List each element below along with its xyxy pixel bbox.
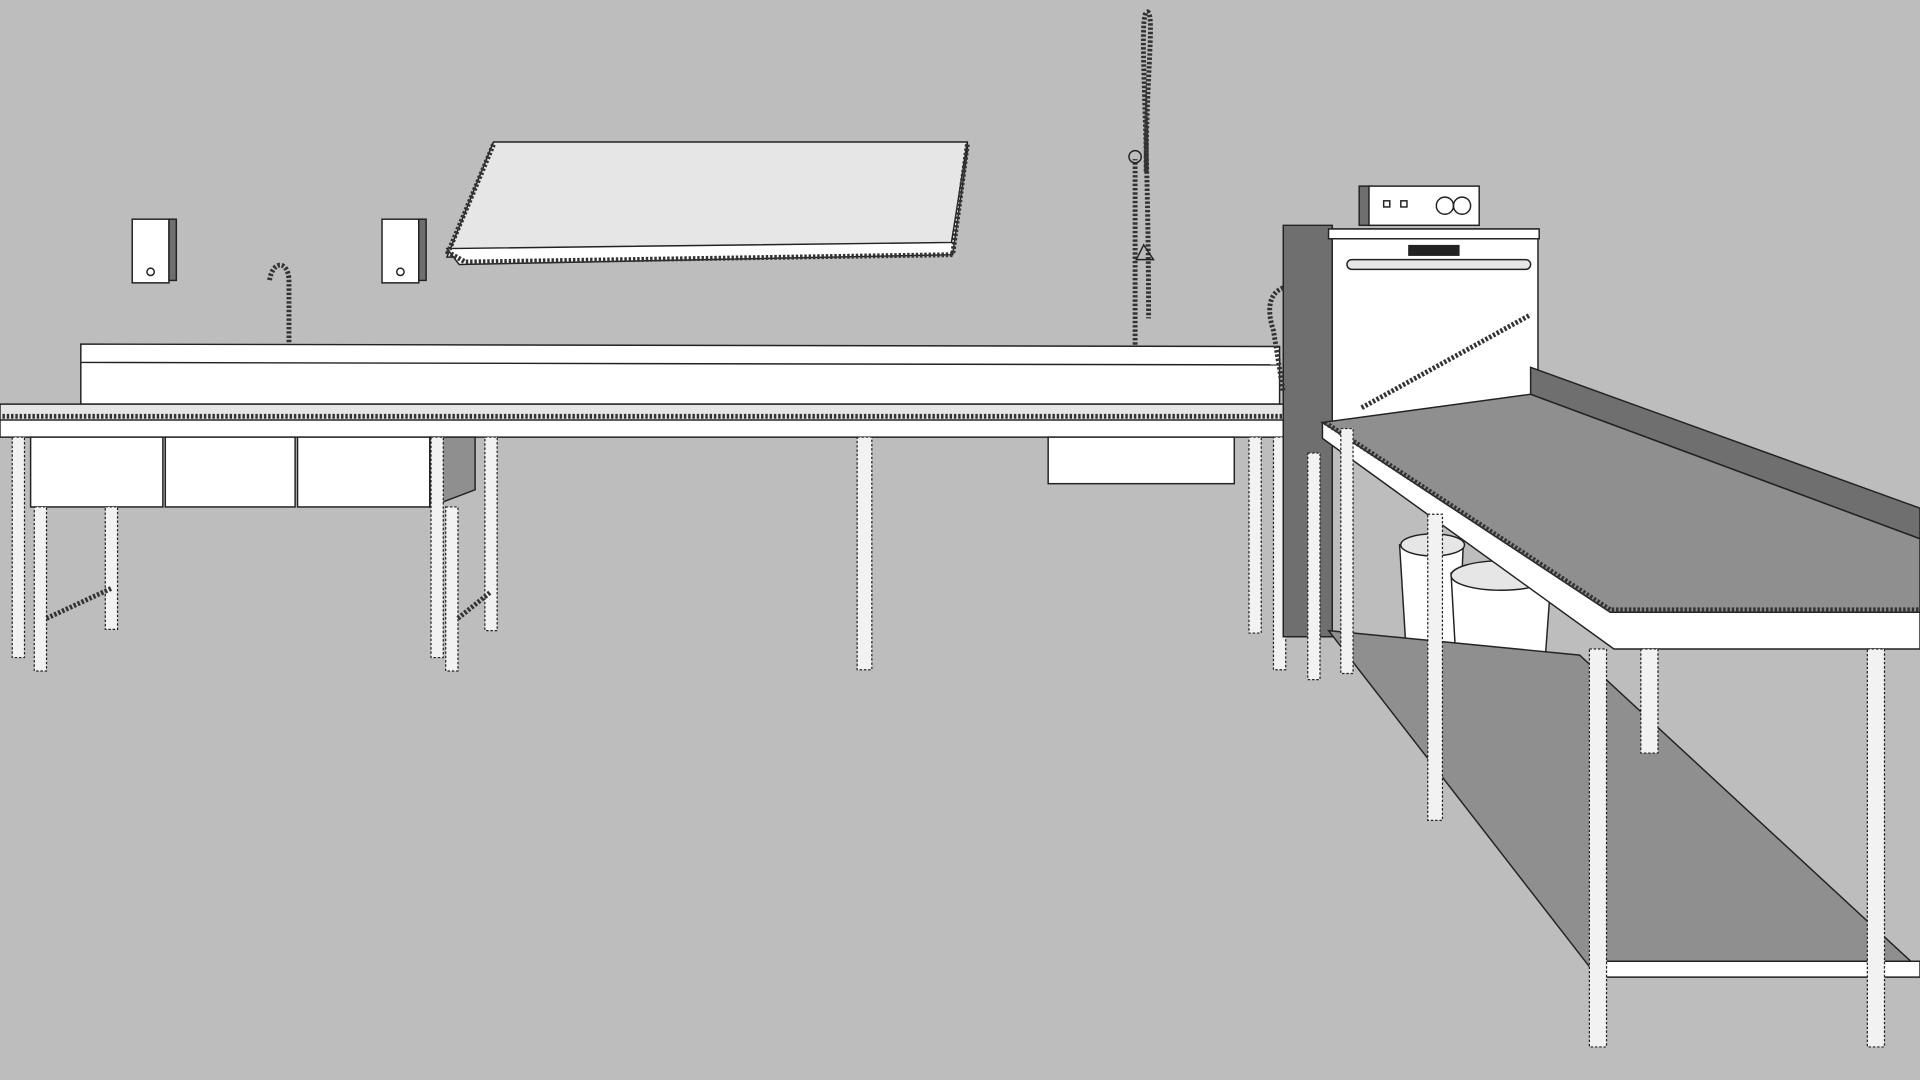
brand-logo <box>1408 244 1460 256</box>
control-box <box>1358 185 1480 227</box>
dish-table <box>1307 366 1920 1048</box>
wall-shelf <box>445 141 970 266</box>
soap-dispenser-right <box>381 218 427 284</box>
sink-faucet <box>258 262 322 358</box>
door-handle <box>1346 258 1532 271</box>
soap-dispenser-left <box>131 218 178 284</box>
pre-rinse-faucet <box>1128 9 1155 349</box>
sink-table <box>0 343 1314 672</box>
gauge-icon <box>1452 196 1472 216</box>
